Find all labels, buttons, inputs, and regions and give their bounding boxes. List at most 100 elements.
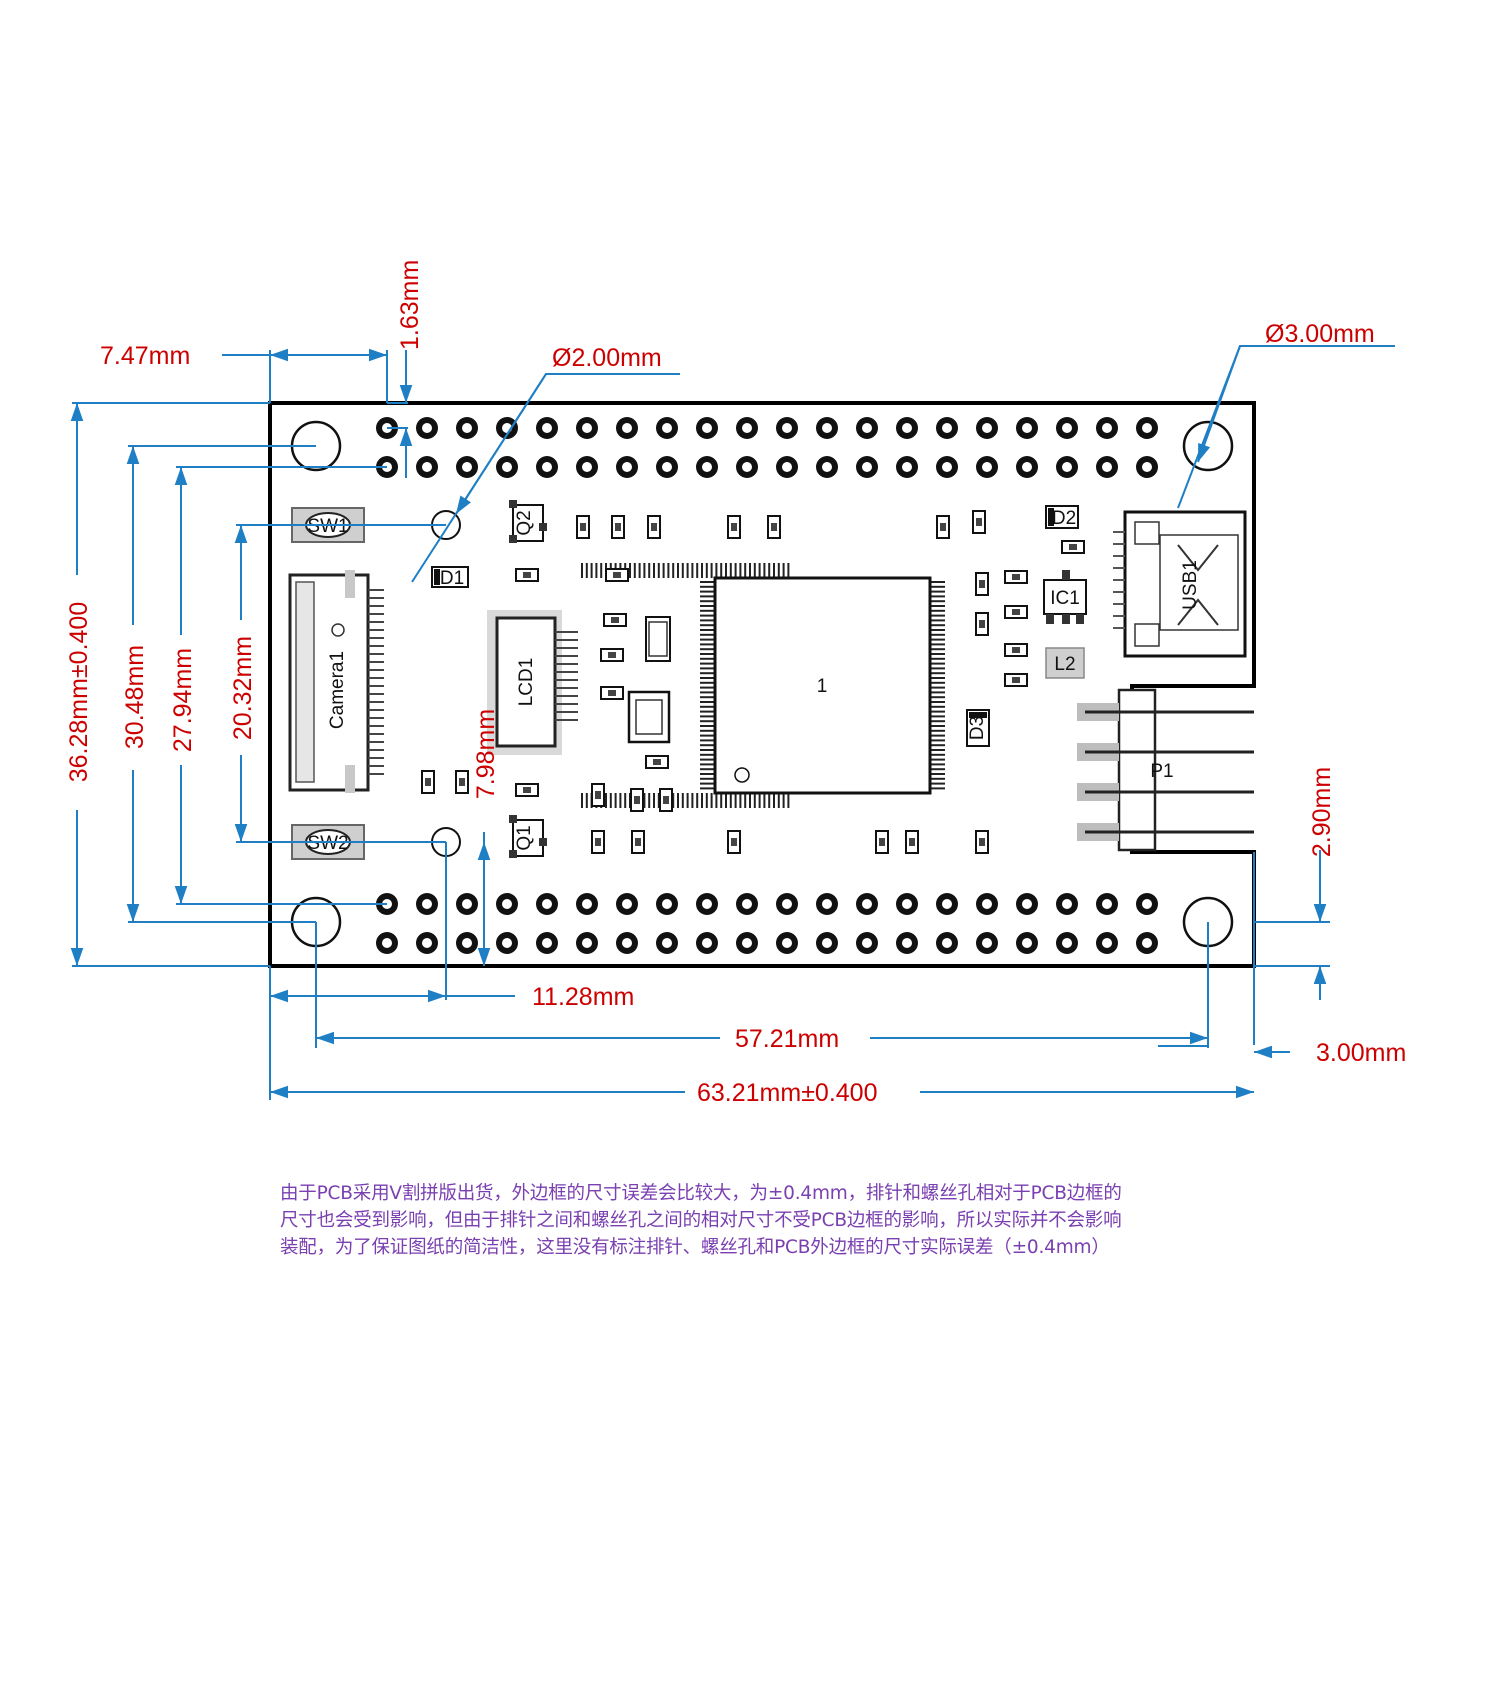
p1-pin [1077, 703, 1254, 721]
dim-7-47: 7.47mm [100, 342, 190, 370]
smd-passive [905, 830, 919, 854]
smd-passive [600, 686, 624, 700]
smd-passive [972, 510, 986, 534]
q1-label: Q1 [514, 825, 535, 850]
smd-passive [515, 783, 539, 797]
header-pin [936, 417, 958, 439]
header-pin [976, 456, 998, 478]
header-pin [376, 932, 398, 954]
diode-d3: D3 [966, 709, 990, 747]
smd-passive [605, 568, 629, 582]
header-pin [656, 456, 678, 478]
header-pin [536, 417, 558, 439]
header-pin [456, 417, 478, 439]
header-pin [536, 456, 558, 478]
header-pin [1016, 456, 1038, 478]
p1-pin [1077, 743, 1254, 761]
header-pin [1056, 417, 1078, 439]
smd-passive [1004, 643, 1028, 657]
header-pin [696, 456, 718, 478]
smd-passive [727, 515, 741, 539]
header-pin [896, 456, 918, 478]
smd-passive [659, 788, 673, 812]
header-pin [416, 932, 438, 954]
header-pin [736, 893, 758, 915]
smd-passive [647, 515, 661, 539]
header-pin [736, 456, 758, 478]
dim-hole-2mm: Ø2.00mm [552, 344, 662, 372]
header-pin [1096, 893, 1118, 915]
header-pin [896, 893, 918, 915]
header-pin [576, 932, 598, 954]
smd-passive [767, 515, 781, 539]
header-pin [976, 893, 998, 915]
smd-passive [936, 515, 950, 539]
crystal-lower [627, 690, 671, 744]
smd-passive [1061, 540, 1085, 554]
header-pin [616, 932, 638, 954]
smd-passive [975, 830, 989, 854]
dim-3-00: 3.00mm [1316, 1039, 1406, 1067]
header-pin [976, 417, 998, 439]
d3-label: D3 [967, 716, 988, 740]
ic1-label: IC1 [1050, 588, 1080, 609]
header-pin [736, 417, 758, 439]
diode-d1: D1 [431, 566, 469, 589]
note-line-1: 由于PCB采用V割拼版出货，外边框的尺寸误差会比较大，为±0.4mm，排针和螺丝… [280, 1183, 1122, 1204]
pcb-board: SW1 SW2 Camera1 LCD1 D1 [268, 401, 1256, 968]
header-pin [856, 456, 878, 478]
header-pin [1016, 417, 1038, 439]
tolerance-note: 由于PCB采用V割拼版出货，外边框的尺寸误差会比较大，为±0.4mm，排针和螺丝… [280, 1180, 1260, 1261]
header-pin [1016, 932, 1038, 954]
smd-passive [591, 783, 605, 807]
smd-passive [727, 830, 741, 854]
dim-11-28: 11.28mm [532, 983, 634, 1011]
header-pin [416, 456, 438, 478]
smd-passive [600, 648, 624, 662]
dim-63-21: 63.21mm±0.400 [697, 1079, 878, 1107]
transistor-q2: Q2 [509, 500, 547, 543]
header-pin [816, 456, 838, 478]
smd-passive [591, 830, 605, 854]
smd-passive [631, 830, 645, 854]
header-pin [936, 893, 958, 915]
smd-passive [975, 572, 989, 596]
dim-20-32: 20.32mm [229, 636, 257, 740]
d1-label: D1 [440, 568, 464, 589]
header-pin [616, 417, 638, 439]
header-pin [1136, 932, 1158, 954]
note-line-3: 装配，为了保证图纸的简洁性，这里没有标注排针、螺丝孔和PCB外边框的尺寸实际误差… [280, 1237, 1110, 1258]
header-pin [856, 893, 878, 915]
header-pin [1136, 893, 1158, 915]
crystal-upper [645, 616, 671, 662]
header-pin [656, 417, 678, 439]
inductor-l2: L2 [1045, 647, 1085, 679]
usb-connector: USB1 [1113, 510, 1247, 658]
smd-passive [630, 788, 644, 812]
header-pin [496, 456, 518, 478]
header-pin [1016, 893, 1038, 915]
smd-passive [1004, 605, 1028, 619]
smd-passive [975, 612, 989, 636]
p1-pin [1077, 783, 1254, 801]
header-pin [416, 893, 438, 915]
header-pin [1096, 456, 1118, 478]
header-pin [616, 456, 638, 478]
header-pin [1096, 417, 1118, 439]
header-pin [1056, 893, 1078, 915]
header-pin [776, 893, 798, 915]
dim-57-21: 57.21mm [735, 1025, 839, 1053]
smd-passive [1004, 673, 1028, 687]
dim-30-48: 30.48mm [121, 645, 149, 749]
header-pin [696, 893, 718, 915]
dim-27-94: 27.94mm [169, 648, 197, 752]
dimension-labels: 7.47mm 1.63mm Ø2.00mm Ø3.00mm 36.28mm±0.… [65, 260, 1406, 1107]
header-pin [776, 932, 798, 954]
header-pin [776, 417, 798, 439]
diode-d2: D2 [1045, 505, 1079, 529]
smd-passive [875, 830, 889, 854]
dim-hole-3mm: Ø3.00mm [1265, 320, 1375, 348]
d2-label: D2 [1052, 508, 1076, 529]
sw2-label: SW2 [307, 833, 348, 854]
header-p1: P1 [1077, 688, 1254, 852]
